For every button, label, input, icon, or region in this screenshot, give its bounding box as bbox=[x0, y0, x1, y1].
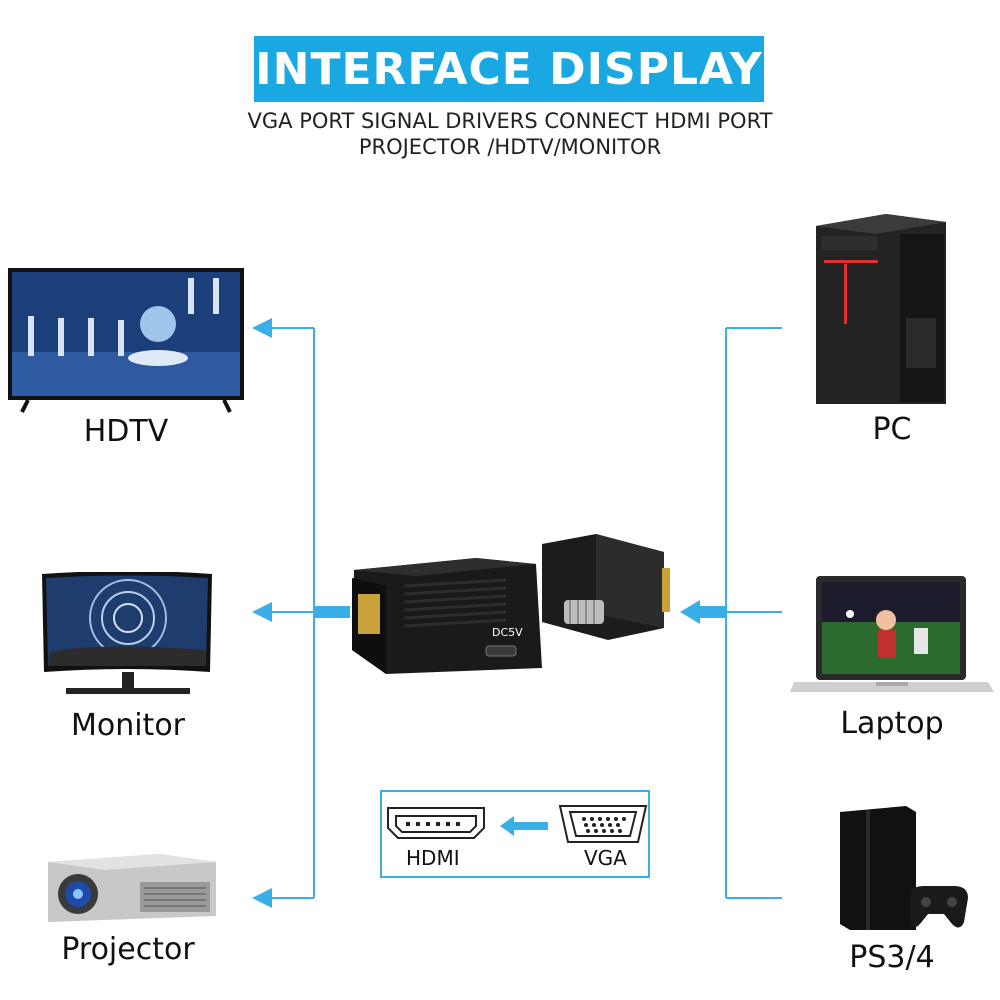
subtitle: VGA PORT SIGNAL DRIVERS CONNECT HDMI POR… bbox=[200, 108, 820, 160]
ps-device bbox=[836, 804, 970, 934]
page-title: INTERFACE DISPLAY bbox=[255, 43, 763, 95]
hdtv-icon bbox=[8, 268, 244, 413]
laptop-device bbox=[790, 574, 994, 704]
subtitle-line-1: VGA PORT SIGNAL DRIVERS CONNECT HDMI POR… bbox=[247, 109, 773, 133]
monitor-device bbox=[40, 572, 216, 702]
hdmi-port-icon bbox=[387, 807, 485, 839]
game-console-icon bbox=[840, 806, 968, 930]
monitor-icon bbox=[42, 572, 212, 694]
conversion-arrow-icon bbox=[500, 816, 548, 836]
laptop-label: Laptop bbox=[840, 706, 944, 741]
hdtv-device bbox=[8, 268, 248, 414]
power-port-label: DC5V bbox=[492, 626, 523, 639]
subtitle-line-2: PROJECTOR /HDTV/MONITOR bbox=[358, 135, 662, 159]
laptop-icon bbox=[790, 576, 994, 692]
legend-vga-label: VGA bbox=[584, 846, 627, 870]
title-banner: INTERFACE DISPLAY bbox=[254, 36, 764, 102]
pc-label: PC bbox=[872, 412, 912, 447]
adapter-out-bar bbox=[314, 606, 350, 618]
projector-label: Projector bbox=[61, 932, 195, 967]
legend-hdmi-label: HDMI bbox=[406, 846, 460, 870]
pc-device bbox=[816, 214, 948, 406]
projector-device bbox=[40, 852, 220, 926]
adapter-in-bar bbox=[700, 606, 726, 618]
conversion-legend: HDMI VGA bbox=[380, 790, 650, 878]
ps-label: PS3/4 bbox=[849, 940, 935, 975]
adapter-icon bbox=[352, 534, 670, 674]
adapter-in-arrow bbox=[680, 600, 700, 624]
vga-hdmi-adapter: DC5V bbox=[346, 530, 676, 680]
pc-tower-icon bbox=[816, 214, 946, 404]
monitor-label: Monitor bbox=[70, 708, 186, 743]
hdtv-label: HDTV bbox=[83, 414, 169, 449]
vga-port-icon bbox=[558, 805, 648, 843]
projector-icon bbox=[48, 854, 216, 922]
